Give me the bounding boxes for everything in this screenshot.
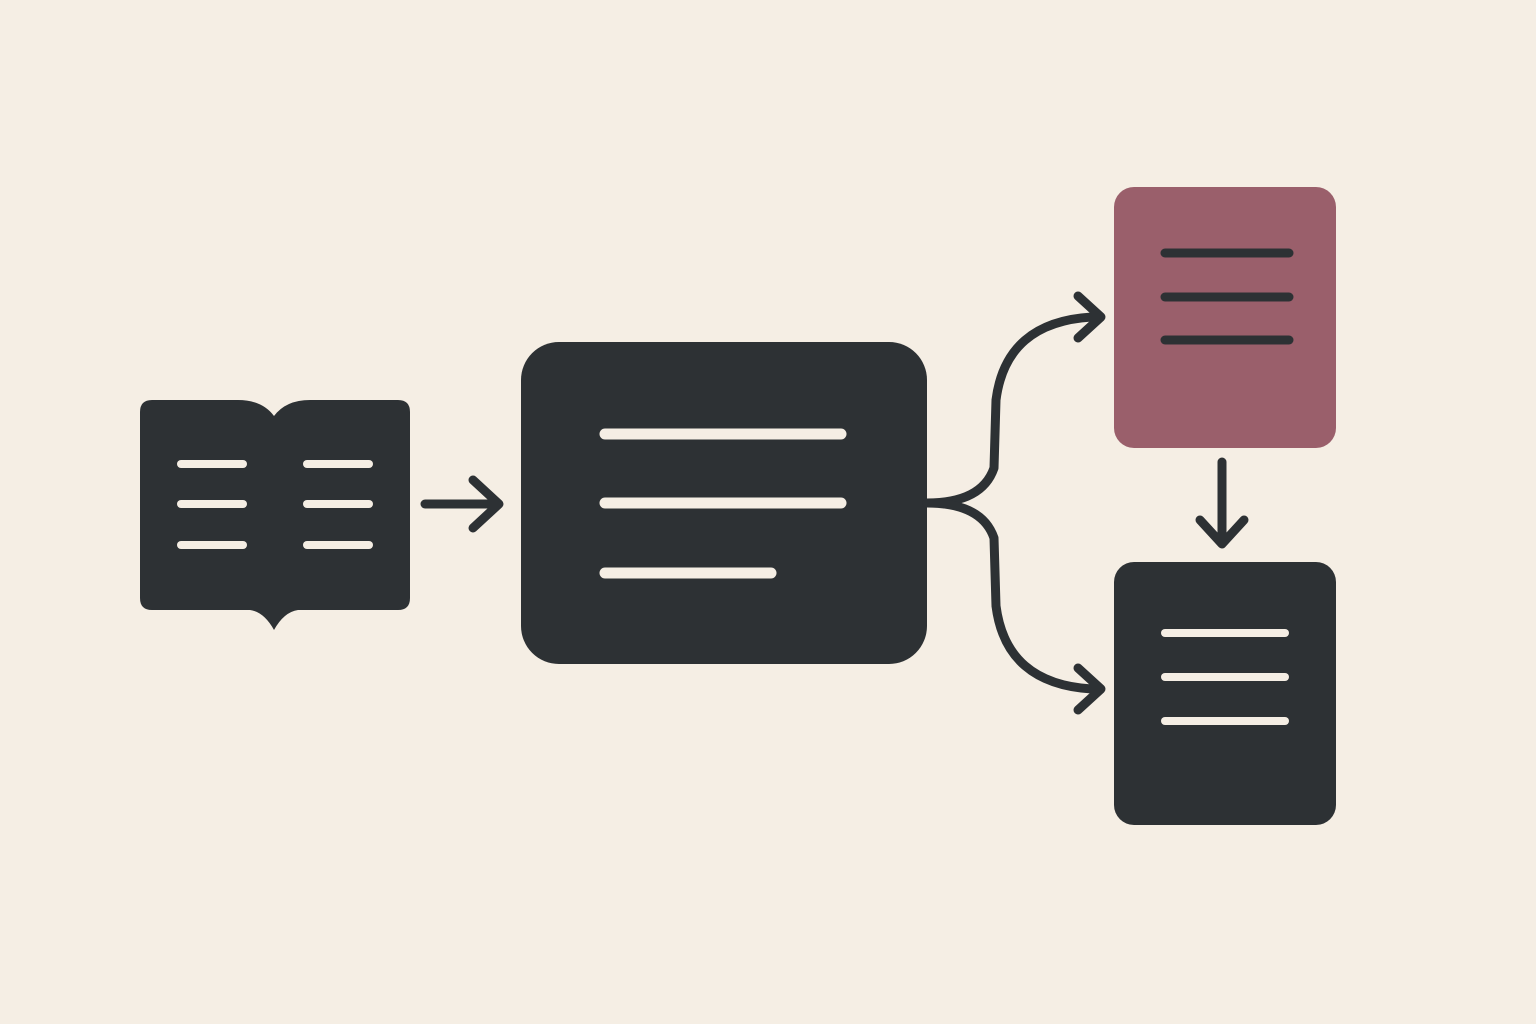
arrow-head (468, 475, 504, 533)
document-icon-highlighted (1114, 187, 1336, 448)
branch-connectors (922, 291, 1106, 715)
open-book-icon (140, 400, 410, 630)
arrow-head (1073, 291, 1106, 343)
document-icon (1114, 562, 1336, 825)
text-block-icon (521, 342, 927, 664)
arrow-highlighted-to-output (1195, 457, 1249, 549)
output-document (1114, 562, 1336, 825)
arrow-head (1073, 663, 1106, 715)
output-document-highlighted (1114, 187, 1336, 448)
arrow-book-to-block (420, 475, 504, 533)
arrow-head (1195, 515, 1249, 549)
branch-to-highlighted-document (922, 312, 1097, 508)
branch-to-output-document (922, 498, 1097, 694)
book-shape (140, 400, 410, 630)
